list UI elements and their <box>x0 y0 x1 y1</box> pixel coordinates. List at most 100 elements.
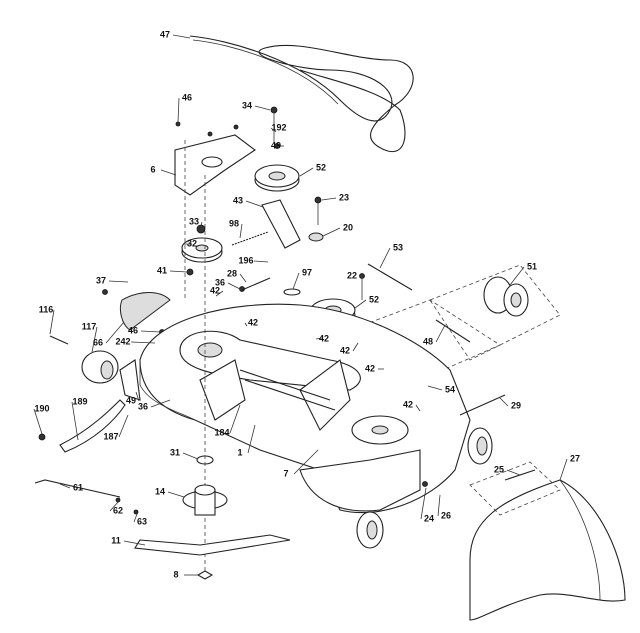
leader-line <box>33 408 43 435</box>
callout-42: 42 <box>340 345 350 355</box>
leader-line <box>135 391 140 402</box>
leader-line <box>59 483 71 489</box>
callout-36: 36 <box>138 401 148 411</box>
callout-24: 24 <box>424 513 434 523</box>
leader-line <box>200 221 203 227</box>
callout-1: 1 <box>237 447 242 457</box>
leader-line <box>254 105 271 111</box>
leader-line <box>354 299 367 309</box>
callout-42: 42 <box>365 363 375 373</box>
leader-line <box>293 449 319 475</box>
callout-8: 8 <box>173 569 178 579</box>
callout-29: 29 <box>511 400 521 410</box>
callout-42: 42 <box>403 399 413 409</box>
callout-190: 190 <box>34 403 49 413</box>
callout-54: 54 <box>445 384 455 394</box>
leader-line <box>169 270 188 273</box>
leader-line <box>140 330 161 333</box>
leader-line <box>239 273 247 283</box>
callout-42: 42 <box>210 285 220 295</box>
callout-63: 63 <box>137 516 147 526</box>
leader-line <box>177 97 180 123</box>
leader-line <box>270 127 277 133</box>
leader-line <box>315 337 323 340</box>
lift-link <box>59 399 126 453</box>
leader-line <box>352 342 359 352</box>
leader-line <box>91 326 98 353</box>
leader-line <box>167 491 185 498</box>
callout-184: 184 <box>214 427 229 437</box>
belt <box>189 35 414 153</box>
deflector-skirt <box>119 292 171 331</box>
leader-line <box>239 223 243 239</box>
leader-line <box>247 424 256 454</box>
leader-line <box>229 404 241 434</box>
callout-116: 116 <box>39 304 54 314</box>
leader-line <box>49 309 55 335</box>
callout-46: 46 <box>128 325 138 335</box>
callout-36: 36 <box>215 277 225 287</box>
leader-line <box>253 260 269 263</box>
callout-26: 26 <box>441 510 451 520</box>
callout-189: 189 <box>72 396 87 406</box>
discharge-chute <box>469 479 626 621</box>
callout-49: 49 <box>271 140 281 150</box>
spindle-assembly <box>182 484 228 516</box>
lift-rod <box>34 479 121 498</box>
blade <box>134 534 291 556</box>
leader-line <box>150 399 171 408</box>
leader-line <box>415 404 421 412</box>
leader-line <box>182 452 199 460</box>
callout-117: 117 <box>82 321 97 331</box>
leader-line <box>109 501 119 512</box>
callout-37: 37 <box>96 275 106 285</box>
leader-line <box>160 169 177 176</box>
callout-46: 46 <box>182 92 192 102</box>
leader-line <box>227 282 241 290</box>
callout-61: 61 <box>73 482 83 492</box>
callout-34: 34 <box>242 100 252 110</box>
callout-51: 51 <box>527 261 537 271</box>
leader-line <box>215 290 224 297</box>
leader-line <box>172 34 191 39</box>
leader-line <box>321 197 337 201</box>
leader-line <box>299 167 314 177</box>
leader-line <box>118 414 129 438</box>
callout-52: 52 <box>316 162 326 172</box>
callout-62: 62 <box>113 505 123 515</box>
leader-line <box>292 272 300 290</box>
leader-line <box>322 227 341 237</box>
leader-line <box>437 494 441 517</box>
leader-line <box>435 324 446 343</box>
idler-pulley-upper <box>254 164 300 192</box>
callout-187: 187 <box>103 431 118 441</box>
callout-41: 41 <box>157 265 167 275</box>
callout-49: 49 <box>126 395 136 405</box>
callout-11: 11 <box>111 535 121 545</box>
leader-line <box>244 322 248 327</box>
callout-43: 43 <box>233 195 243 205</box>
callout-20: 20 <box>343 222 353 232</box>
leader-line <box>105 321 125 344</box>
callout-14: 14 <box>155 486 165 496</box>
callout-53: 53 <box>393 242 403 252</box>
spindle-pulley <box>181 237 223 263</box>
leader-line <box>509 266 525 286</box>
callout-192: 192 <box>271 122 286 132</box>
leader-line <box>499 397 509 407</box>
callout-48: 48 <box>423 336 433 346</box>
callout-196: 196 <box>238 255 253 265</box>
callout-7: 7 <box>283 468 288 478</box>
callout-42: 42 <box>248 317 258 327</box>
leader-line <box>427 385 443 391</box>
leader-line <box>245 200 264 208</box>
callout-32: 32 <box>187 238 197 248</box>
callout-98: 98 <box>229 218 239 228</box>
callout-31: 31 <box>170 447 180 457</box>
leader-line <box>133 513 138 523</box>
leader-line <box>130 341 156 344</box>
callout-42: 42 <box>319 333 329 343</box>
callout-28: 28 <box>227 268 237 278</box>
